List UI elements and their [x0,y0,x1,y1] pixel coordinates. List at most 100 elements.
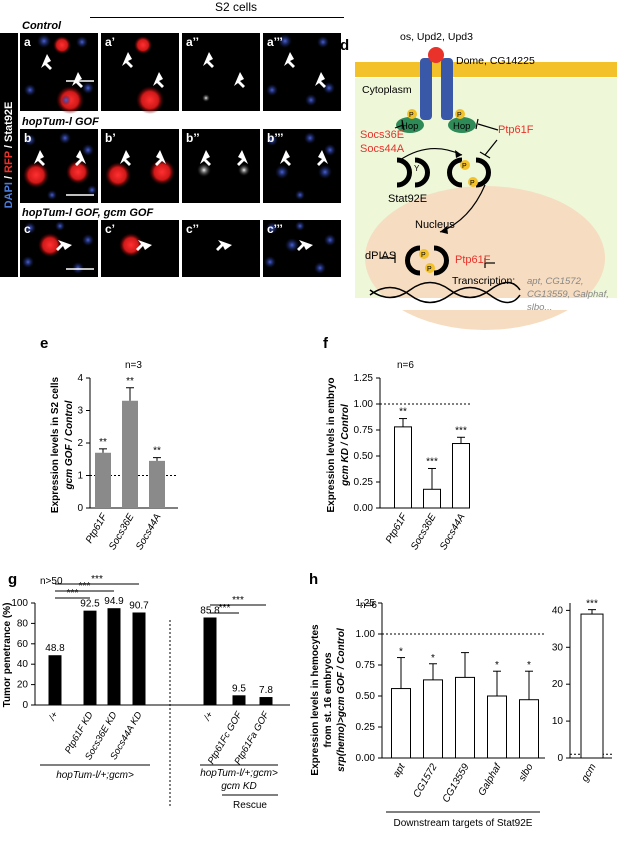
y-tick-label-h: 0.25 [356,722,376,733]
bar-g [132,612,146,705]
y-tick-label-e: 1 [77,471,83,482]
y-tick-label-h: 1.00 [356,629,376,640]
y-axis-label-f: Expression levels in embryo [326,377,337,512]
panel-letter-a1: a’ [105,35,116,49]
value-label-g: 92.5 [80,599,100,610]
rescue-label: Rescue [233,800,267,811]
sig-label-h2: *** [586,599,598,610]
panel-letter-c1: c’ [105,222,116,236]
group-label-g2a: hopTum-l/+;gcm> [200,768,278,779]
panel-letter-e: e [40,335,48,352]
panel-letter-c2: c’’ [186,222,199,236]
header-rule [90,17,344,18]
sig-label-g: *** [232,595,244,606]
bar-h [487,695,507,759]
bar-h2 [580,613,604,759]
y-tick-label-e: 2 [77,438,83,449]
y-tick-label-g: 60 [17,639,29,650]
panel-letter-c: c [24,222,31,236]
y-tick-label-f: 0.50 [354,451,374,462]
bar-f [423,488,441,509]
bar-f [394,426,412,509]
bar-f [452,443,470,509]
panel-letter-h: h [309,571,318,588]
bar-g [259,697,273,705]
bar-g [232,695,246,705]
y-tick-label-f: 1.25 [354,373,374,384]
x-tick-label-h: CG13559 [441,762,472,805]
x-axis-label-h: Downstream targets of Stat92E [394,818,533,829]
sig-label-g: *** [67,588,79,599]
sig-label-g: *** [91,574,103,585]
bar-g [48,655,62,705]
bar-h [423,679,443,759]
y-tick-label-f: 0.75 [354,425,374,436]
bar-g [83,610,97,705]
bar-e [95,452,111,508]
bar-e [149,460,165,508]
row-title-hop: hopTum-l GOF [22,116,99,128]
y-tick-label-f: 0.00 [354,503,374,514]
y-axis-label-f-2: gcm KD / Control [340,404,351,487]
x-tick-label-f: Ptp61F [384,511,410,545]
panel-letter-c3: c’’’ [267,222,283,236]
x-tick-label-g: /+ [46,710,60,724]
y-axis-label-e-2: gcm GOF / Control [64,400,75,490]
n-label-h: n=6 [360,600,377,611]
row-title-control: Control [22,20,62,32]
sig-label-f: ** [399,407,407,418]
x-tick-label-h: CG1572 [411,762,439,800]
y-tick-label-h2: 0 [557,753,563,764]
sig-label-g: *** [79,581,91,592]
y-tick-label-h: 0.00 [356,753,376,764]
sig-label-e: ** [99,437,107,448]
sig-label-f: *** [455,425,467,436]
sig-label-h: * [527,660,531,671]
sig-label-h: * [399,647,403,658]
bar-h [455,676,475,759]
panel-letter-a2: a’’ [186,35,199,49]
y-tick-label-g: 0 [22,700,28,711]
value-label-g: 7.8 [259,685,273,696]
x-tick-label-h: apt [391,761,408,780]
n-label-f: n=6 [397,360,414,371]
y-tick-label-g: 100 [11,598,28,609]
sig-label-h: * [431,653,435,664]
x-tick-label-g: /+ [201,710,215,724]
sig-label-f: *** [426,456,438,467]
value-label-g: 90.7 [129,600,149,611]
y-tick-label-g: 20 [17,680,29,691]
sig-label-e: ** [153,446,161,457]
x-tick-label-e: Ptp61F [84,511,110,545]
sig-label-e: ** [126,376,134,387]
group-label-g1: hopTum-l/+;gcm> [56,770,134,781]
y-tick-label-h: 0.75 [356,660,376,671]
value-label-g: 94.9 [104,596,124,607]
y-tick-label-e: 4 [77,373,83,384]
n-label-e: n=3 [125,360,142,371]
x-tick-label-e: Socs36E [107,512,137,552]
panel-letter-b: b [24,131,32,145]
sig-label-h: * [495,660,499,671]
y-tick-label-h2: 10 [552,716,564,727]
bar-g [107,608,121,705]
y-axis-label-e: Expression levels in S2 cells [50,376,61,513]
header-title: S2 cells [215,0,258,14]
side-label-bar [0,33,18,277]
panel-letter-b3: b’’’ [267,131,284,145]
bar-g [203,617,217,705]
row-title-hop-gcm: hopTum-l GOF, gcm GOF [22,207,154,219]
x-tick-label-h: Galphaf [477,761,505,798]
panel-letter-b1: b’ [105,131,116,145]
x-tick-label-f: Socs44A [438,512,468,552]
group-label-g2b: gcm KD [221,781,257,792]
value-label-g: 48.8 [45,643,65,654]
y-tick-label-e: 3 [77,406,83,417]
value-label-g: 9.5 [232,683,246,694]
x-tick-label-h2: gcm [580,762,599,784]
y-tick-label-f: 0.25 [354,477,374,488]
y-tick-label-h2: 40 [552,605,564,616]
bar-h [519,699,539,759]
y-axis-label-g: Tumor penetrance (%) [2,603,13,708]
